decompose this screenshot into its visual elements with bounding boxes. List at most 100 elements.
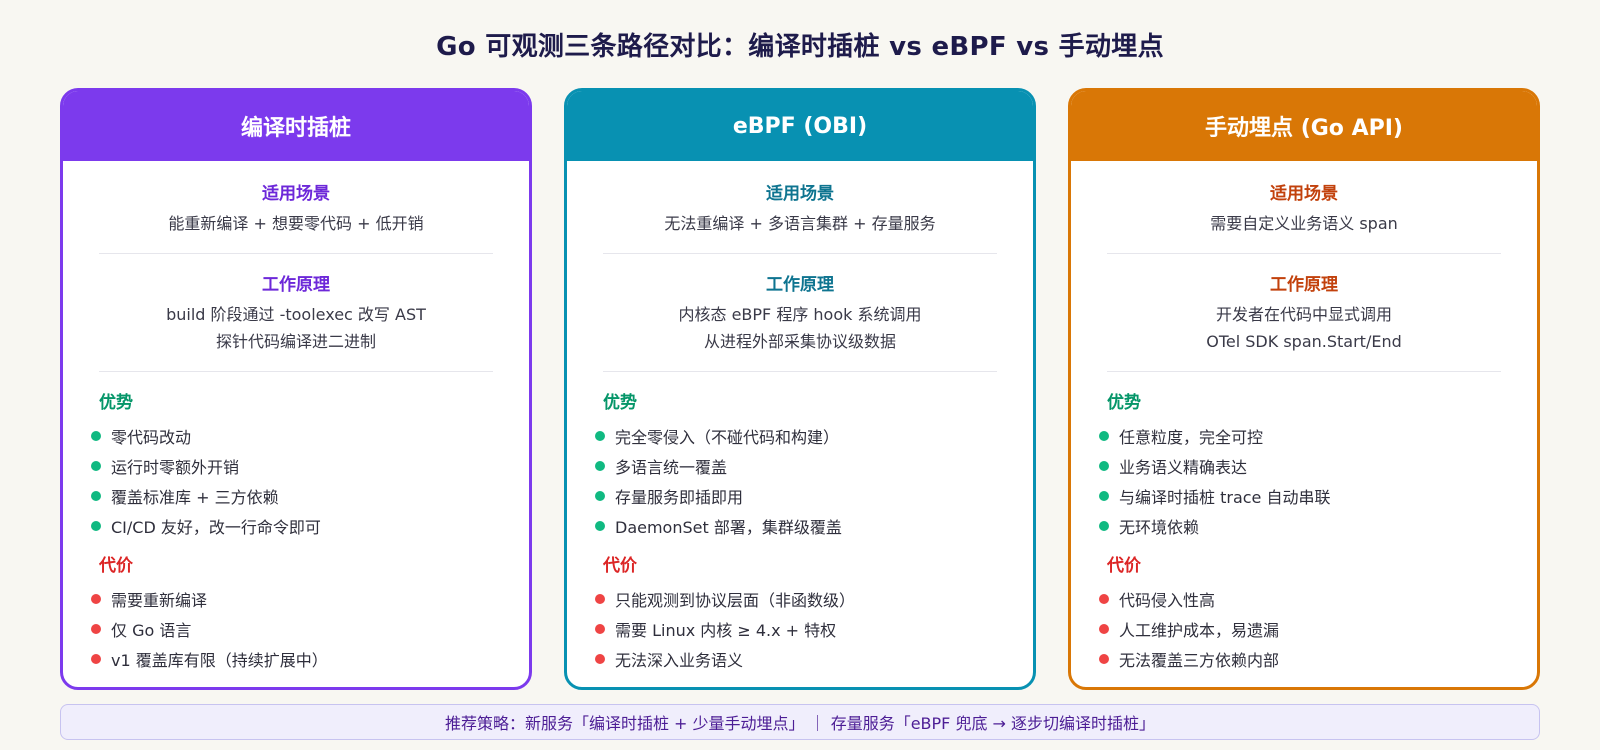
card-header: 手动埋点 (Go API) bbox=[1071, 91, 1537, 161]
green-dot-icon bbox=[595, 461, 605, 471]
principle-line: 探针代码编译进二进制 bbox=[215, 332, 376, 351]
principle-line: build 阶段通过 -toolexec 改写 AST bbox=[166, 305, 426, 324]
con-text: 无法覆盖三方依赖内部 bbox=[1119, 651, 1280, 670]
pros-list: 零代码改动 运行时零额外开销 覆盖标准库 + 三方依赖 CI/CD 友好，改一行… bbox=[91, 421, 493, 541]
principle-text: 开发者在代码中显式调用 OTel SDK span.Start/End bbox=[1107, 301, 1501, 355]
pro-text: 无环境依赖 bbox=[1119, 518, 1200, 537]
pro-item: 与编译时插桩 trace 自动串联 bbox=[1099, 481, 1501, 511]
red-dot-icon bbox=[595, 624, 605, 634]
principle-title: 工作原理 bbox=[766, 275, 834, 295]
cons-list: 只能观测到协议层面（非函数级） 需要 Linux 内核 ≥ 4.x + 特权 无… bbox=[595, 584, 997, 674]
principle-line: OTel SDK span.Start/End bbox=[1206, 332, 1402, 351]
red-dot-icon bbox=[91, 654, 101, 664]
pros-list: 任意粒度，完全可控 业务语义精确表达 与编译时插桩 trace 自动串联 无环境… bbox=[1099, 421, 1501, 541]
principle-title: 工作原理 bbox=[1270, 275, 1338, 295]
green-dot-icon bbox=[1099, 491, 1109, 501]
red-dot-icon bbox=[1099, 594, 1109, 604]
green-dot-icon bbox=[91, 431, 101, 441]
red-dot-icon bbox=[91, 624, 101, 634]
pro-text: 覆盖标准库 + 三方依赖 bbox=[111, 488, 279, 507]
con-item: 代码侵入性高 bbox=[1099, 584, 1501, 614]
divider bbox=[603, 371, 997, 372]
pro-text: DaemonSet 部署，集群级覆盖 bbox=[615, 518, 842, 537]
con-item: 无法覆盖三方依赖内部 bbox=[1099, 644, 1501, 674]
pro-text: 运行时零额外开销 bbox=[111, 458, 240, 477]
scenario-title: 适用场景 bbox=[262, 184, 330, 204]
divider bbox=[1107, 371, 1501, 372]
principle-line: 开发者在代码中显式调用 bbox=[1215, 305, 1392, 324]
pros-title: 优势 bbox=[1107, 393, 1141, 413]
principle-text: build 阶段通过 -toolexec 改写 AST 探针代码编译进二进制 bbox=[99, 301, 493, 355]
green-dot-icon bbox=[595, 491, 605, 501]
principle-text: 内核态 eBPF 程序 hook 系统调用 从进程外部采集协议级数据 bbox=[603, 301, 997, 355]
pro-item: DaemonSet 部署，集群级覆盖 bbox=[595, 511, 997, 541]
cons-title: 代价 bbox=[99, 556, 133, 576]
green-dot-icon bbox=[91, 461, 101, 471]
red-dot-icon bbox=[1099, 654, 1109, 664]
con-item: 需要重新编译 bbox=[91, 584, 493, 614]
con-item: 仅 Go 语言 bbox=[91, 614, 493, 644]
page-title: Go 可观测三条路径对比：编译时插桩 vs eBPF vs 手动埋点 bbox=[436, 32, 1164, 62]
red-dot-icon bbox=[595, 594, 605, 604]
pros-title: 优势 bbox=[603, 393, 637, 413]
green-dot-icon bbox=[595, 521, 605, 531]
principle-title: 工作原理 bbox=[262, 275, 330, 295]
cons-title: 代价 bbox=[603, 556, 637, 576]
con-text: v1 覆盖库有限（持续扩展中） bbox=[111, 651, 328, 670]
con-text: 仅 Go 语言 bbox=[111, 621, 192, 640]
con-text: 代码侵入性高 bbox=[1119, 591, 1216, 610]
scenario-text: 能重新编译 + 想要零代码 + 低开销 bbox=[168, 214, 424, 233]
green-dot-icon bbox=[1099, 431, 1109, 441]
cons-title: 代价 bbox=[1107, 556, 1141, 576]
divider bbox=[99, 371, 493, 372]
scenario-title: 适用场景 bbox=[1270, 184, 1338, 204]
pro-item: 覆盖标准库 + 三方依赖 bbox=[91, 481, 493, 511]
green-dot-icon bbox=[91, 521, 101, 531]
scenario-text: 需要自定义业务语义 span bbox=[1210, 214, 1398, 233]
divider bbox=[99, 253, 493, 254]
con-text: 人工维护成本，易遗漏 bbox=[1119, 621, 1280, 640]
recommendation-banner: 推荐策略：新服务「编译时插桩 + 少量手动埋点」 ｜ 存量服务「eBPF 兜底 … bbox=[60, 704, 1540, 740]
pro-text: CI/CD 友好，改一行命令即可 bbox=[111, 518, 321, 537]
pro-item: CI/CD 友好，改一行命令即可 bbox=[91, 511, 493, 541]
pro-item: 任意粒度，完全可控 bbox=[1099, 421, 1501, 451]
red-dot-icon bbox=[91, 594, 101, 604]
green-dot-icon bbox=[1099, 521, 1109, 531]
pro-item: 多语言统一覆盖 bbox=[595, 451, 997, 481]
con-text: 无法深入业务语义 bbox=[615, 651, 744, 670]
card-manual: 手动埋点 (Go API) 适用场景 需要自定义业务语义 span 工作原理 开… bbox=[1068, 88, 1540, 690]
pro-text: 与编译时插桩 trace 自动串联 bbox=[1119, 488, 1331, 507]
green-dot-icon bbox=[595, 431, 605, 441]
green-dot-icon bbox=[1099, 461, 1109, 471]
principle-line: 内核态 eBPF 程序 hook 系统调用 bbox=[678, 305, 922, 324]
con-text: 需要重新编译 bbox=[111, 591, 208, 610]
cons-list: 代码侵入性高 人工维护成本，易遗漏 无法覆盖三方依赖内部 bbox=[1099, 584, 1501, 674]
con-item: 只能观测到协议层面（非函数级） bbox=[595, 584, 997, 614]
pros-list: 完全零侵入（不碰代码和构建） 多语言统一覆盖 存量服务即插即用 DaemonSe… bbox=[595, 421, 997, 541]
pro-item: 完全零侵入（不碰代码和构建） bbox=[595, 421, 997, 451]
card-compile-time: 编译时插桩 适用场景 能重新编译 + 想要零代码 + 低开销 工作原理 buil… bbox=[60, 88, 532, 690]
con-text: 只能观测到协议层面（非函数级） bbox=[615, 591, 856, 610]
con-item: v1 覆盖库有限（持续扩展中） bbox=[91, 644, 493, 674]
pro-text: 任意粒度，完全可控 bbox=[1119, 428, 1264, 447]
con-item: 需要 Linux 内核 ≥ 4.x + 特权 bbox=[595, 614, 997, 644]
pros-title: 优势 bbox=[99, 393, 133, 413]
con-text: 需要 Linux 内核 ≥ 4.x + 特权 bbox=[615, 621, 837, 640]
scenario-text: 无法重编译 + 多语言集群 + 存量服务 bbox=[664, 214, 936, 233]
red-dot-icon bbox=[1099, 624, 1109, 634]
con-item: 人工维护成本，易遗漏 bbox=[1099, 614, 1501, 644]
pro-text: 多语言统一覆盖 bbox=[615, 458, 728, 477]
principle-line: 从进程外部采集协议级数据 bbox=[703, 332, 896, 351]
pro-item: 运行时零额外开销 bbox=[91, 451, 493, 481]
card-ebpf: eBPF (OBI) 适用场景 无法重编译 + 多语言集群 + 存量服务 工作原… bbox=[564, 88, 1036, 690]
cons-list: 需要重新编译 仅 Go 语言 v1 覆盖库有限（持续扩展中） bbox=[91, 584, 493, 674]
pro-item: 零代码改动 bbox=[91, 421, 493, 451]
divider bbox=[1107, 253, 1501, 254]
con-item: 无法深入业务语义 bbox=[595, 644, 997, 674]
card-header: eBPF (OBI) bbox=[567, 91, 1033, 161]
red-dot-icon bbox=[595, 654, 605, 664]
pro-item: 存量服务即插即用 bbox=[595, 481, 997, 511]
pro-text: 存量服务即插即用 bbox=[615, 488, 744, 507]
pro-item: 无环境依赖 bbox=[1099, 511, 1501, 541]
card-header: 编译时插桩 bbox=[63, 91, 529, 161]
